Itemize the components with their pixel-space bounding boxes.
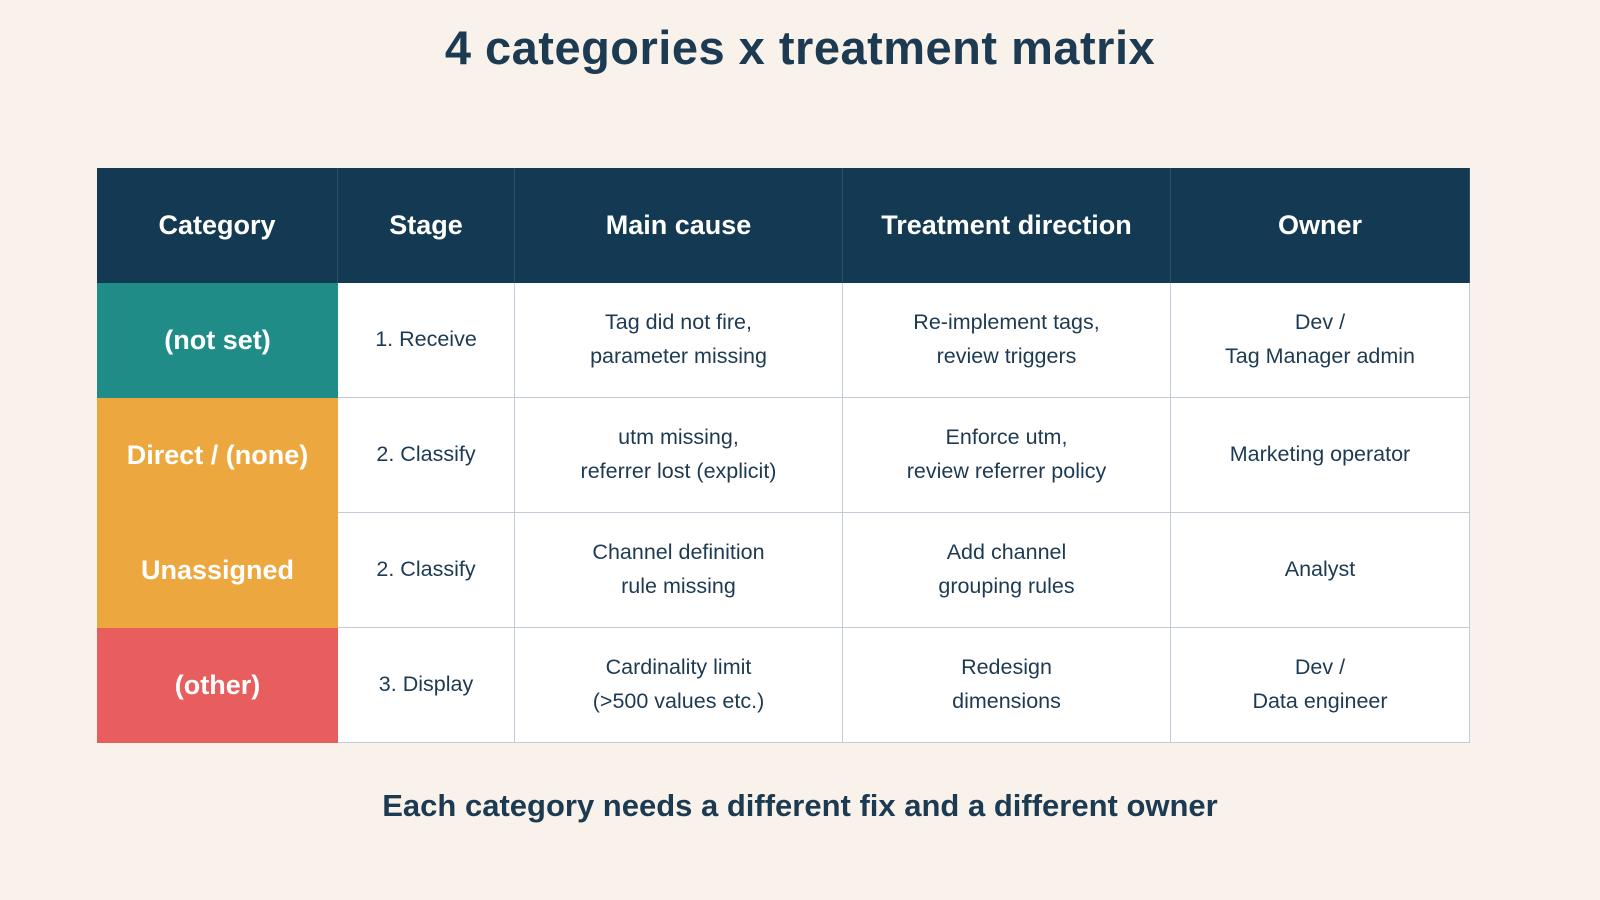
category-cell-not-set: (not set) [97, 283, 338, 398]
category-cell-unassigned: Unassigned [97, 513, 338, 628]
main-cause-cell: utm missing, referrer lost (explicit) [515, 398, 843, 513]
column-header-stage: Stage [338, 168, 515, 283]
treatment-direction-cell: Re-implement tags, review triggers [843, 283, 1171, 398]
stage-cell: 2. Classify [338, 513, 515, 628]
main-cause-cell: Tag did not fire, parameter missing [515, 283, 843, 398]
owner-cell: Marketing operator [1171, 398, 1470, 513]
treatment-matrix-table: Category Stage Main cause Treatment dire… [97, 168, 1470, 743]
column-header-owner: Owner [1171, 168, 1470, 283]
column-header-treatment-direction: Treatment direction [843, 168, 1171, 283]
stage-cell: 2. Classify [338, 398, 515, 513]
page-title: 4 categories x treatment matrix [444, 21, 1156, 74]
category-cell-direct-none: Direct / (none) [97, 398, 338, 513]
treatment-direction-cell: Add channel grouping rules [843, 513, 1171, 628]
column-header-main-cause: Main cause [515, 168, 843, 283]
column-header-category: Category [97, 168, 338, 283]
main-cause-cell: Channel definition rule missing [515, 513, 843, 628]
treatment-direction-cell: Redesign dimensions [843, 628, 1171, 743]
owner-cell: Dev / Data engineer [1171, 628, 1470, 743]
stage-cell: 3. Display [338, 628, 515, 743]
owner-cell: Dev / Tag Manager admin [1171, 283, 1470, 398]
treatment-direction-cell: Enforce utm, review referrer policy [843, 398, 1171, 513]
owner-cell: Analyst [1171, 513, 1470, 628]
category-cell-other: (other) [97, 628, 338, 743]
stage-cell: 1. Receive [338, 283, 515, 398]
caption-text: Each category needs a different fix and … [382, 788, 1218, 823]
main-cause-cell: Cardinality limit (>500 values etc.) [515, 628, 843, 743]
